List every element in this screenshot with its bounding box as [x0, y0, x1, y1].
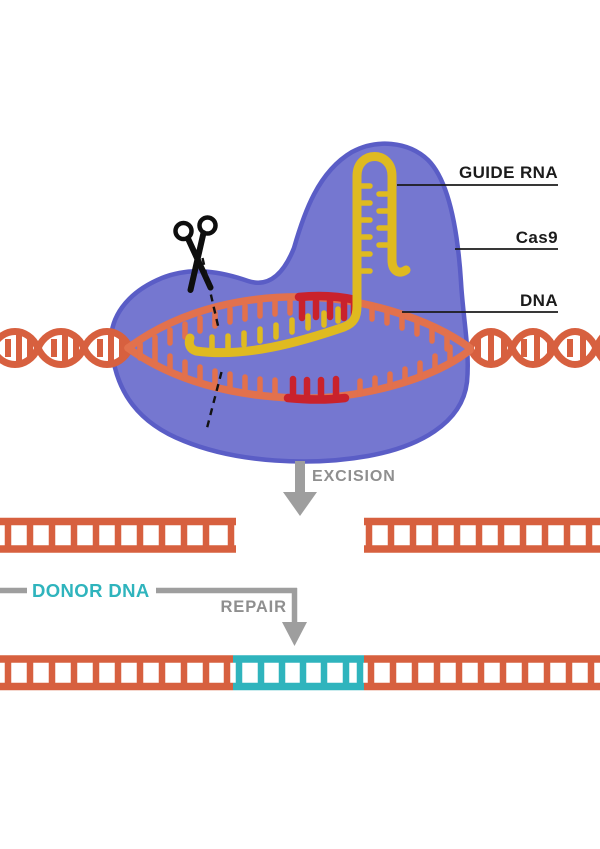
repaired-rungs-left: [4, 660, 231, 686]
repaired-rungs-right: [367, 660, 595, 686]
helix-rungs: [475, 333, 599, 363]
target-sequence-lower: [283, 375, 350, 404]
excision-arrow-head: [283, 492, 317, 516]
target-upper-bar: [294, 291, 361, 305]
guide-rna-backbone: [184, 152, 411, 358]
upper-strand-teeth: [137, 297, 450, 361]
repaired-dna: [0, 655, 600, 691]
target-sequence-upper: [294, 291, 361, 322]
scissors-handle-left: [173, 220, 194, 242]
cut-line-lower: [205, 371, 223, 429]
fragment-rungs: [365, 521, 593, 550]
helix-rungs: [5, 333, 125, 363]
repaired-rails-right: [364, 655, 600, 691]
target-upper-teeth: [298, 295, 358, 322]
target-lower-teeth: [289, 375, 340, 400]
fragment-rungs: [4, 521, 235, 550]
target-lower-bar: [283, 393, 350, 404]
repair-arrow: [282, 588, 307, 646]
excised-dna-left: [0, 517, 236, 553]
guide-rna-hairpin-teeth: [359, 183, 390, 274]
dna-helix-left: [0, 328, 134, 368]
helix-strand-a: [0, 328, 134, 368]
donor-dna-label: DONOR DNA: [32, 580, 150, 601]
donor-rungs: [235, 659, 364, 687]
scissors-blade: [187, 230, 207, 293]
excision-arrow: [283, 461, 317, 516]
excised-dna-right: [364, 517, 600, 553]
donor-rails: [233, 655, 364, 691]
guide-rna-pairing-teeth: [209, 306, 341, 352]
helix-strand-b: [0, 328, 134, 368]
scissors-icon: [173, 215, 218, 293]
repair-arrow-head: [282, 622, 307, 646]
repair-step-label: REPAIR: [220, 598, 287, 616]
dna-helix-right: [466, 328, 600, 368]
dna-label: DNA: [519, 291, 558, 310]
guide-rna-label: GUIDE RNA: [459, 163, 558, 182]
donor-segment: [233, 655, 364, 691]
excision-step-label: EXCISION: [312, 468, 396, 485]
repaired-rails-left: [0, 655, 233, 691]
guide-rna-strand: [184, 152, 411, 358]
scissors-handle-right: [197, 215, 218, 236]
cas9-label: Cas9: [515, 228, 558, 247]
